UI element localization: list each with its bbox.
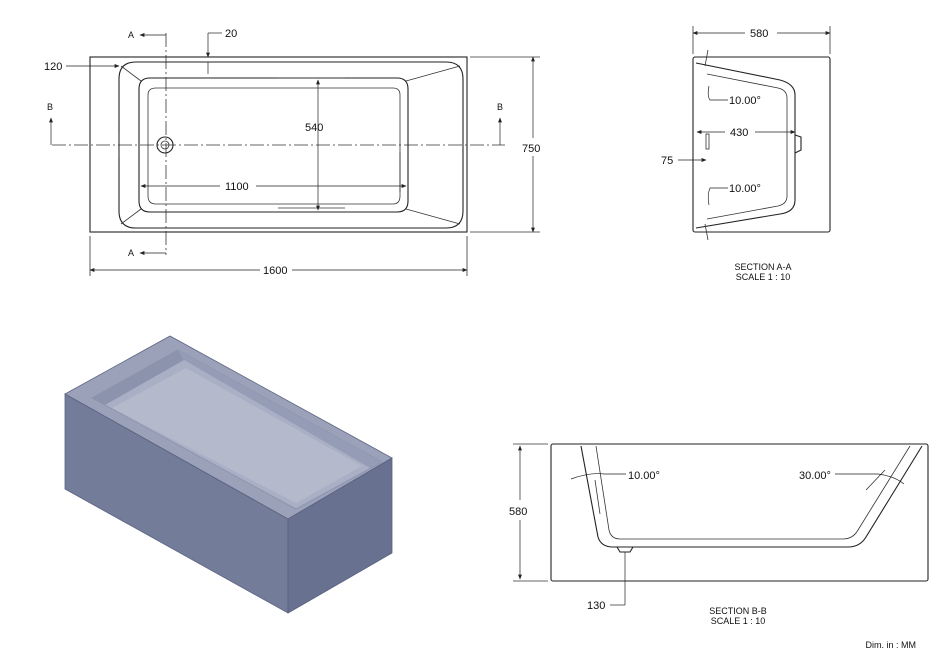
- tub-rim-inner: [118, 61, 464, 229]
- basin-outline: [138, 77, 409, 213]
- dim-bb-drain: 130: [587, 600, 605, 612]
- dim-rim-top: 20: [225, 28, 237, 40]
- tub-inner-wall-right: [178, 350, 382, 468]
- section-bb-view: 580 130 10.00° 30.00° SECTION B-B SCALE …: [509, 443, 929, 626]
- dim-inner-length: 1100: [225, 181, 249, 193]
- angle-bb-right: 30.00°: [799, 470, 831, 482]
- section-aa-outline: [692, 56, 831, 233]
- dim-overall-width: 750: [522, 143, 540, 155]
- section-marker-b-right: B: [497, 102, 503, 112]
- dim-rim-left: 120: [44, 61, 62, 73]
- basin-floor: [147, 87, 401, 205]
- dim-inner-width: 540: [305, 122, 323, 134]
- tub-outline: [89, 56, 468, 233]
- dim-aa-width: 580: [750, 28, 768, 40]
- dim-aa-inner: 430: [730, 127, 748, 139]
- angle-aa-top: 10.00°: [729, 95, 761, 107]
- isometric-view: [64, 335, 393, 614]
- tub-inner-wall-back: [92, 350, 184, 405]
- angle-aa-bottom: 10.00°: [729, 183, 761, 195]
- section-aa-scale: SCALE 1 : 10: [736, 272, 791, 282]
- section-bb-basin: [580, 445, 923, 548]
- tub-inner-floor: [112, 368, 362, 503]
- section-bb-title: SECTION B-B: [709, 606, 767, 616]
- section-marker-a-top: A: [128, 30, 134, 40]
- dim-overall-length: 1600: [263, 265, 287, 277]
- dim-bb-height: 580: [509, 506, 527, 518]
- section-marker-a-bottom: A: [128, 248, 134, 258]
- tub-front-face: [287, 457, 393, 614]
- section-marker-b-left: B: [47, 102, 53, 112]
- section-aa-title: SECTION A-A: [734, 262, 791, 272]
- top-view: A A B B 20 120 540 1100 1600 750: [44, 28, 540, 277]
- section-aa-basin: [695, 62, 796, 229]
- dim-aa-drain-offset: 75: [661, 155, 673, 167]
- angle-bb-left: 10.00°: [628, 470, 660, 482]
- section-bb-scale: SCALE 1 : 10: [711, 616, 766, 626]
- units-note: Dim. in : MM: [866, 640, 917, 650]
- section-aa-view: 580 430 75 10.00° 10.00° SECTION A-A SCA…: [661, 26, 831, 282]
- section-bb-outline: [550, 443, 929, 582]
